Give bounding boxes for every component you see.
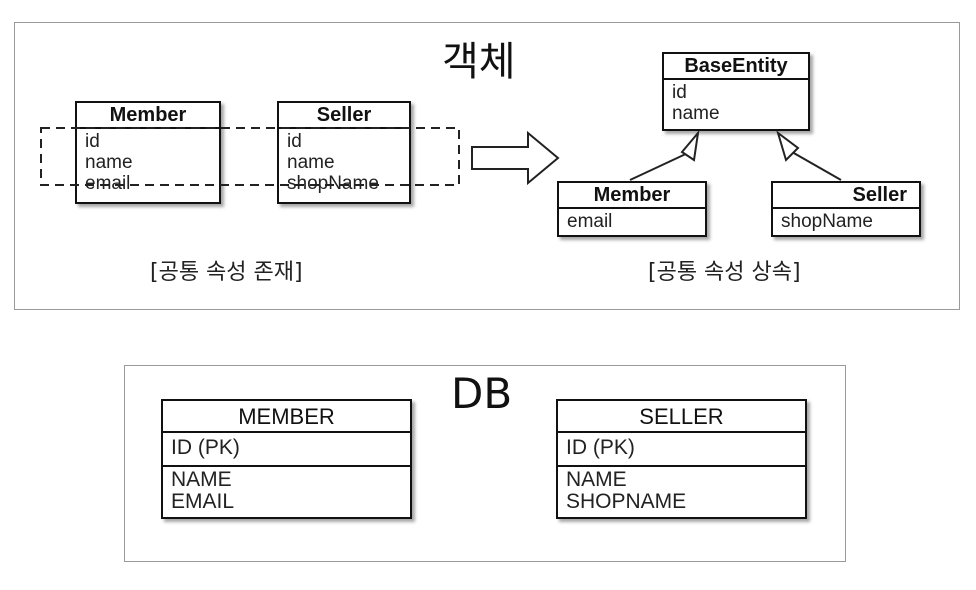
member-subclass-name: Member: [559, 183, 705, 209]
seller-field-name: name: [287, 152, 335, 173]
member-subclass-field-email: email: [567, 211, 613, 232]
object-section-title: 객체: [442, 39, 516, 85]
seller-fields: id name shopName: [279, 129, 409, 194]
seller-table-pk-section: ID (PK): [558, 433, 805, 465]
member-class-name: Member: [77, 103, 219, 129]
inherited-attributes-caption: [공통 속성 상속]: [648, 260, 801, 285]
seller-subclass-fields: shopName: [773, 209, 919, 232]
member-class: Member id name email: [75, 101, 221, 204]
seller-class: Seller id name shopName: [277, 101, 411, 204]
seller-subclass-name: Seller: [773, 183, 919, 209]
member-field-id: id: [85, 131, 100, 152]
baseentity-field-id: id: [672, 82, 687, 103]
member-table-name: MEMBER: [163, 401, 410, 433]
member-fields: id name email: [77, 129, 219, 194]
db-section-title: DB: [451, 369, 513, 418]
seller-field-shopname: shopName: [287, 173, 379, 194]
member-table-columns: NAME EMAIL: [163, 465, 410, 513]
baseentity-class-name: BaseEntity: [664, 54, 808, 80]
baseentity-field-name: name: [672, 103, 720, 124]
member-subclass: Member email: [557, 181, 707, 237]
seller-field-id: id: [287, 131, 302, 152]
seller-table-name: SELLER: [558, 401, 805, 433]
seller-subclass-field-shopname: shopName: [781, 211, 873, 232]
member-field-email: email: [85, 173, 131, 194]
member-table-pk: ID (PK): [171, 436, 240, 459]
seller-table-column-shopname: SHOPNAME: [566, 490, 687, 513]
baseentity-class: BaseEntity id name: [662, 52, 810, 131]
seller-table-column-name: NAME: [566, 468, 627, 491]
member-table-column-email: EMAIL: [171, 490, 235, 513]
seller-subclass: Seller shopName: [771, 181, 921, 237]
member-table-column-name: NAME: [171, 468, 232, 491]
seller-table: SELLER ID (PK) NAME SHOPNAME: [556, 399, 807, 519]
seller-class-name: Seller: [279, 103, 409, 129]
member-table-pk-section: ID (PK): [163, 433, 410, 465]
baseentity-fields: id name: [664, 80, 808, 124]
member-field-name: name: [85, 152, 133, 173]
member-table: MEMBER ID (PK) NAME EMAIL: [161, 399, 412, 519]
seller-table-columns: NAME SHOPNAME: [558, 465, 805, 513]
common-attributes-caption: [공통 속성 존재]: [150, 260, 303, 285]
member-subclass-fields: email: [559, 209, 705, 232]
seller-table-pk: ID (PK): [566, 436, 635, 459]
